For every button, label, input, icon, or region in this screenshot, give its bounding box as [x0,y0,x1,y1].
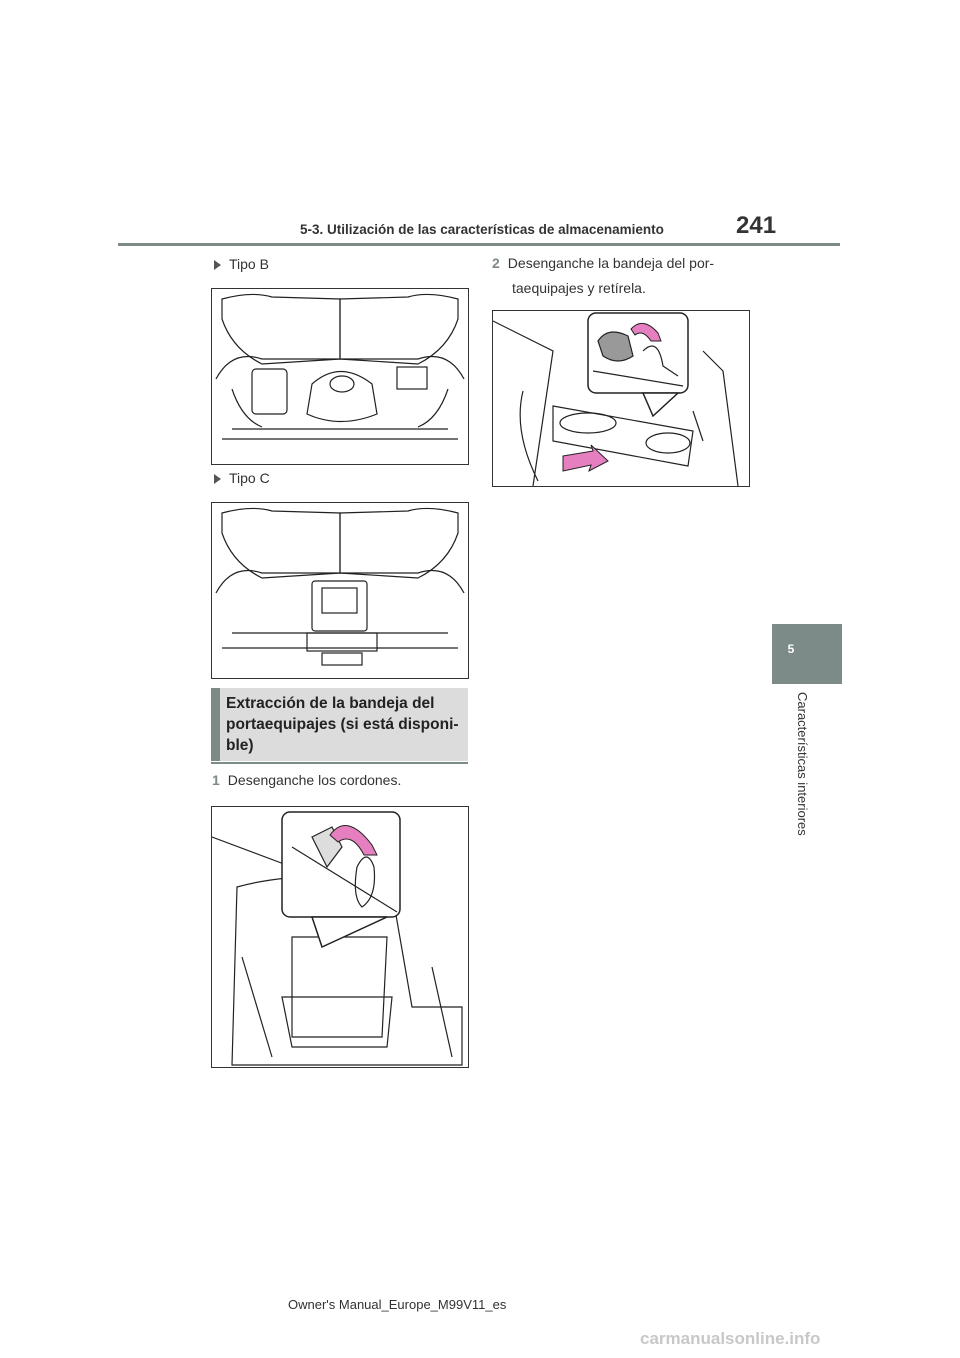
step-2: 2 Desenganche la bandeja del por- taequip… [492,251,772,301]
footer-text: Owner's Manual_Europe_M99V11_es [288,1297,507,1312]
figure-trunk-tipo-b [211,288,469,465]
section-heading-text: Extracción de la bandeja del portaequipa… [226,693,464,756]
bullet-tipo-b: Tipo B [214,256,269,272]
step-1: 1 Desenganche los cordones. [212,768,401,793]
chapter-label: Características interiores [792,692,810,852]
page-number: 241 [736,212,777,239]
step-2-text-line-2: taequipajes y retírela. [512,280,646,296]
header-rule [118,243,840,246]
remove-tray-illustration [493,312,739,486]
bullet-tipo-c-label: Tipo C [229,470,270,486]
chapter-tab: 5 [772,624,842,684]
figure-remove-tray [492,310,750,487]
step-1-number: 1 [212,772,220,788]
step-2-number: 2 [492,255,500,271]
triangle-bullet-icon [214,474,221,485]
heading-line-3: ble) [226,737,254,754]
heading-rule [211,762,468,764]
bullet-tipo-c: Tipo C [214,470,270,486]
section-title: 5-3. Utilización de las características … [300,222,664,237]
step-1-text: Desenganche los cordones. [227,772,402,788]
chapter-label-text: Características interiores [795,692,810,836]
unhook-cords-illustration [212,811,463,1066]
triangle-bullet-icon [214,260,221,271]
heading-line-2: portaequipajes (si está disponi- [226,716,459,733]
trunk-tipo-b-illustration [215,293,465,440]
figure-unhook-cords [211,806,469,1068]
step-2-text-line-1: Desenganche la bandeja del por- [507,255,715,271]
figure-trunk-tipo-c [211,502,469,679]
chapter-number: 5 [787,642,795,656]
section-heading: Extracción de la bandeja del portaequipa… [211,688,468,761]
watermark: carmanualsonline.info [640,1329,821,1348]
bullet-tipo-b-label: Tipo B [229,256,269,272]
heading-line-1: Extracción de la bandeja del [226,695,435,712]
trunk-tipo-c-illustration [215,507,465,666]
